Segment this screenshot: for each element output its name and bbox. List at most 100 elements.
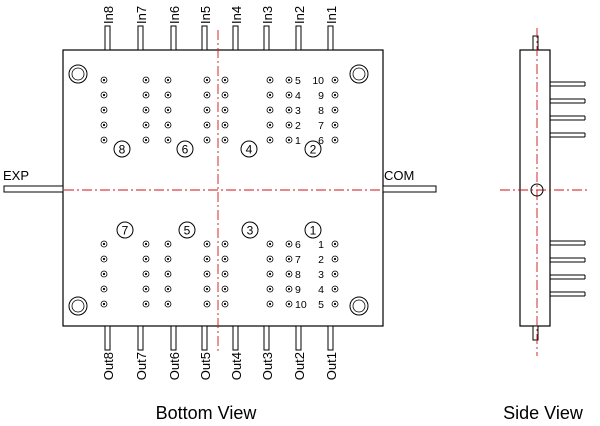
pad-number: 5 [295, 75, 301, 87]
channel-circle-icon [304, 221, 322, 239]
channel-number: 2 [310, 143, 317, 157]
pad-dot-center [287, 257, 291, 261]
channel-circle-icon [178, 221, 196, 239]
pad-dot-center [287, 287, 291, 291]
pad-dot-center [102, 108, 106, 112]
mounting-hole-icon [349, 64, 369, 84]
pad-dot-center [223, 287, 227, 291]
pad-dot-center [333, 287, 337, 291]
pad-dot-center [205, 123, 209, 127]
bottom-view-caption: Bottom View [156, 403, 258, 423]
pad-dot-center [144, 257, 148, 261]
pad-number: 4 [318, 284, 324, 296]
channel-circle-icon [176, 140, 194, 158]
pad-dot-center [333, 123, 337, 127]
pad-dot-center [144, 123, 148, 127]
pad-number: 6 [318, 135, 324, 147]
pad-dot-center [144, 108, 148, 112]
top-pin-label: In4 [229, 6, 244, 24]
pad-dot-center [205, 138, 209, 142]
channel-circle-icon [241, 221, 259, 239]
top-pin [327, 25, 334, 51]
mounting-holes [68, 64, 369, 316]
pad-dot-center [223, 123, 227, 127]
bottom-pin [263, 325, 270, 351]
side-upper-leads [550, 81, 586, 138]
pad-number: 7 [295, 254, 301, 266]
pad-dot-center [166, 78, 170, 82]
pad-dot-center [102, 78, 106, 82]
pad-number: 2 [318, 254, 324, 266]
pad-number: 5 [318, 299, 324, 311]
upper-channel-markers: 8 6 4 2 [113, 140, 322, 158]
top-pin-labels: In8 In7 In6 In5 In4 In3 In2 In1 [101, 6, 339, 24]
channel-circle-icon [116, 221, 134, 239]
top-pins [104, 25, 334, 51]
top-pin [263, 25, 270, 51]
bottom-pin-label: Out2 [292, 352, 307, 380]
mounting-hole-icon [68, 64, 88, 84]
upper-right-pad-numbers: 10 9 8 7 6 [312, 75, 324, 147]
pad-dot-center [102, 242, 106, 246]
pad-dot-center [287, 93, 291, 97]
bottom-pin-label: Out7 [134, 352, 149, 380]
pad-dot-center [166, 287, 170, 291]
side-bottom-pin [532, 325, 539, 341]
mounting-hole-icon [349, 296, 369, 316]
channel-number: 1 [310, 224, 317, 238]
pad-dot-center [102, 123, 106, 127]
bottom-pin-label: Out8 [101, 352, 116, 380]
pad-dot-center [144, 78, 148, 82]
top-pin [104, 25, 111, 51]
module-body [62, 49, 384, 327]
top-pin-label: In6 [167, 6, 182, 24]
top-pin-label: In2 [292, 6, 307, 24]
bottom-pin [104, 325, 111, 351]
pad-dot-center [166, 272, 170, 276]
mounting-hole-icon [352, 299, 366, 313]
channel-circle-icon [304, 140, 322, 158]
pad-number: 9 [318, 90, 324, 102]
top-pin [170, 25, 177, 51]
pad-dot-center [166, 93, 170, 97]
bottom-pin [232, 325, 239, 351]
exp-pin [3, 185, 64, 193]
top-pin [201, 25, 208, 51]
pad-dot-center [144, 93, 148, 97]
bottom-pins [104, 325, 334, 351]
pad-dot-center [223, 272, 227, 276]
pad-dot-center [333, 302, 337, 306]
top-pin-label: In5 [198, 6, 213, 24]
mounting-hole-icon [71, 67, 85, 81]
top-pin [137, 25, 144, 51]
bottom-pin [295, 325, 302, 351]
pad-dot-center [287, 138, 291, 142]
pad-dot-center [333, 138, 337, 142]
pad-dot-center [102, 302, 106, 306]
side-port-circle-icon [530, 183, 544, 197]
lower-right-pad-numbers: 1 2 3 4 5 [318, 239, 324, 311]
mounting-hole-icon [71, 299, 85, 313]
pad-dot-center [223, 138, 227, 142]
pad-number: 10 [295, 299, 307, 311]
pad-dot-center [287, 272, 291, 276]
pad-dot-center [102, 138, 106, 142]
pad-dot-center [223, 93, 227, 97]
top-pin [232, 25, 239, 51]
top-pin-label: In8 [101, 6, 116, 24]
pad-dot-center [268, 78, 272, 82]
pad-dot-center [287, 78, 291, 82]
bottom-pin-label: Out4 [229, 352, 244, 380]
side-top-pin [532, 35, 539, 51]
exp-label: EXP [3, 168, 29, 183]
pad-dot-center [268, 138, 272, 142]
bottom-pin [137, 325, 144, 351]
mounting-hole-icon [352, 67, 366, 81]
pad-dot-center [102, 257, 106, 261]
pad-dot-center [102, 272, 106, 276]
pad-dot-center [268, 93, 272, 97]
channel-number: 8 [119, 143, 126, 157]
pad-dot-center [205, 78, 209, 82]
pad-number: 10 [312, 75, 324, 87]
